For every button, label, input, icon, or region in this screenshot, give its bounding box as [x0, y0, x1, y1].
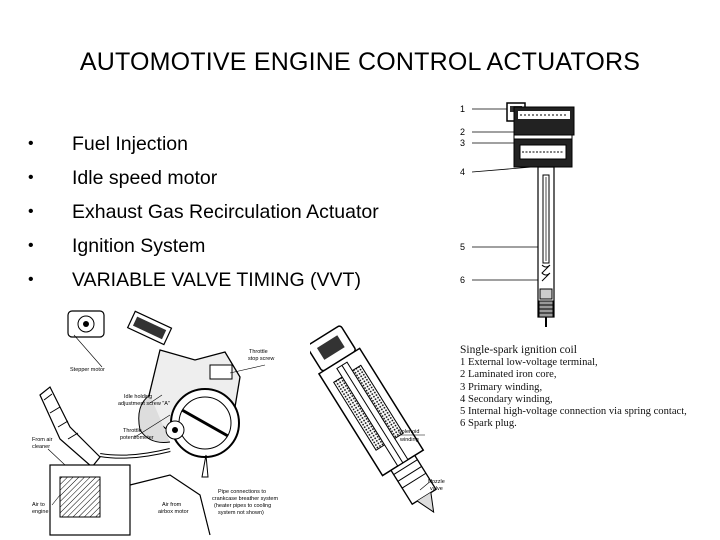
coil-number: 5 — [460, 242, 465, 252]
slide-title: AUTOMOTIVE ENGINE CONTROL ACTUATORS — [79, 48, 641, 76]
label-solenoid-winding: Solenoid — [398, 429, 419, 435]
bullet-dot: • — [28, 169, 34, 186]
coil-number: 6 — [460, 275, 465, 285]
label-pipe-connections: system not shown) — [218, 510, 264, 516]
label-throttle-stop-screw: stop screw — [248, 356, 274, 362]
bullet-item: • Exhaust Gas Recirculation Actuator — [26, 198, 379, 232]
bullet-item: • Fuel Injection — [26, 130, 379, 164]
label-from-air-cleaner: cleaner — [32, 444, 50, 450]
coil-caption-item: 6 Spark plug. — [460, 418, 517, 430]
fuel-injector-diagram: Solenoid winding Nozzle valve — [310, 325, 445, 514]
bullet-dot: • — [28, 271, 34, 288]
coil-caption-item: 3 Primary winding, — [460, 381, 543, 393]
label-pipe-connections: (heater pipes to cooling — [214, 503, 271, 509]
label-throttle-stop-screw: Throttle — [249, 349, 268, 355]
coil-caption-item: 4 Secondary winding, — [460, 393, 553, 405]
label-pipe-connections: Pipe connections to — [218, 489, 266, 495]
coil-caption-item: 1 External low-voltage terminal, — [460, 357, 598, 369]
bullet-dot: • — [28, 135, 34, 152]
bullet-text: Fuel Injection — [72, 133, 188, 155]
bullet-item: • VARIABLE VALVE TIMING (VVT) — [26, 266, 379, 300]
label-pipe-connections: crankcase breather system — [212, 496, 278, 502]
label-idle-holding: adjustment screw "A" — [118, 401, 170, 407]
coil-caption-item: 2 Laminated iron core, — [460, 369, 557, 381]
label-air-from-airbox: Air from — [162, 502, 182, 508]
bullet-item: • Idle speed motor — [26, 164, 379, 198]
coil-number: 1 — [460, 104, 465, 114]
bullet-list: • Fuel Injection • Idle speed motor • Exhau… — [26, 130, 379, 300]
coil-caption-title: Single-spark ignition coil — [460, 344, 577, 356]
coil-caption: Single-spark ignition coil 1 External lo… — [460, 344, 720, 430]
coil-number: 4 — [460, 167, 465, 177]
label-solenoid-winding: winding — [399, 437, 419, 443]
bullet-item: • Ignition System — [26, 232, 379, 266]
coil-number: 2 — [460, 127, 465, 137]
label-air-from-airbox: airbox motor — [158, 509, 189, 515]
label-idle-holding: Idle holding — [124, 394, 152, 400]
label-throttle-potentiometer: potentiometer — [120, 435, 154, 441]
ignition-coil-diagram: 1 2 3 4 5 6 — [460, 102, 575, 327]
label-from-air-cleaner: From air — [32, 437, 53, 443]
bullet-dot: • — [28, 203, 34, 220]
throttle-body-diagram: Stepper motor Idle holding adjustment sc… — [32, 310, 278, 536]
bullet-text: Exhaust Gas Recirculation Actuator — [72, 201, 379, 223]
bullet-text: Ignition System — [72, 235, 206, 257]
bullet-text: Idle speed motor — [72, 167, 218, 189]
label-throttle-potentiometer: Throttle — [123, 428, 142, 434]
bullet-dot: • — [28, 237, 34, 254]
coil-caption-item: 5 Internal high-voltage connection via s… — [460, 406, 687, 418]
label-stepper-motor: Stepper motor — [70, 367, 105, 373]
label-nozzle-valve: valve — [430, 486, 443, 492]
label-air-to-engine: Air to — [32, 502, 45, 508]
label-air-to-engine: engine — [32, 509, 49, 515]
label-nozzle-valve: Nozzle — [428, 479, 445, 485]
coil-number: 3 — [460, 138, 465, 148]
bullet-text: VARIABLE VALVE TIMING (VVT) — [72, 269, 361, 291]
